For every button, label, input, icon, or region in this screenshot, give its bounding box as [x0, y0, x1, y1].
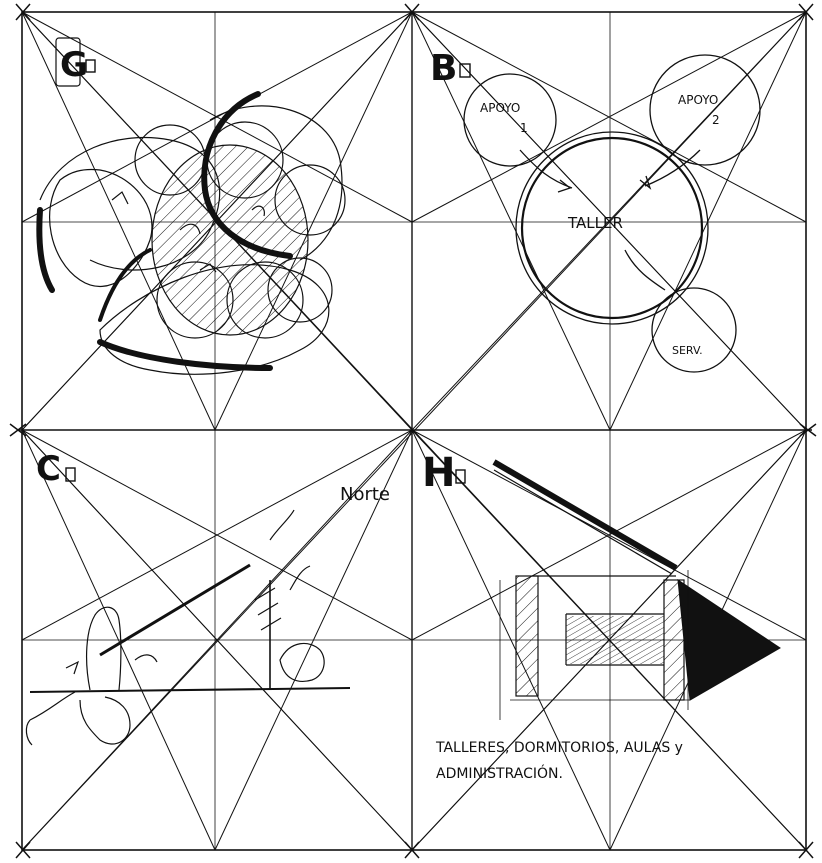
section-h: [494, 462, 780, 720]
panel-top-right: B APOYO 1 APOYO 2 TALLER SERV.: [430, 48, 760, 372]
panel-bottom-right: H TALLERES, DORMITORIOS, AULAS y ADMINIS…: [422, 450, 780, 782]
tag-c-letter: C: [36, 449, 61, 489]
label-apoyo-2-number: 2: [712, 113, 720, 127]
label-serv: SERV.: [672, 344, 703, 357]
wall-left: [516, 576, 538, 696]
tag-g: G: [56, 38, 95, 86]
label-apoyo-1-number: 1: [520, 121, 528, 135]
caption-line-1: TALLERES, DORMITORIOS, AULAS y: [435, 740, 683, 756]
sun-wedge: [678, 580, 780, 700]
label-taller: TALLER: [567, 214, 623, 232]
label-apoyo-1: APOYO: [480, 101, 520, 115]
north-label: Norte: [340, 484, 390, 505]
panel-top-left: G: [39, 38, 345, 374]
tag-h-letter: H: [422, 450, 455, 496]
caption-line-2: ADMINISTRACIÓN.: [436, 764, 563, 782]
tag-b-letter: B: [430, 48, 457, 89]
bubble-serv: [652, 288, 736, 372]
bubble-diagram: [40, 106, 345, 374]
label-apoyo-2: APOYO: [678, 93, 718, 107]
tag-h: H: [422, 450, 465, 496]
tag-g-letter: G: [60, 45, 88, 85]
tag-b: B: [430, 48, 470, 89]
bubble-apoyo-1: [464, 74, 556, 166]
